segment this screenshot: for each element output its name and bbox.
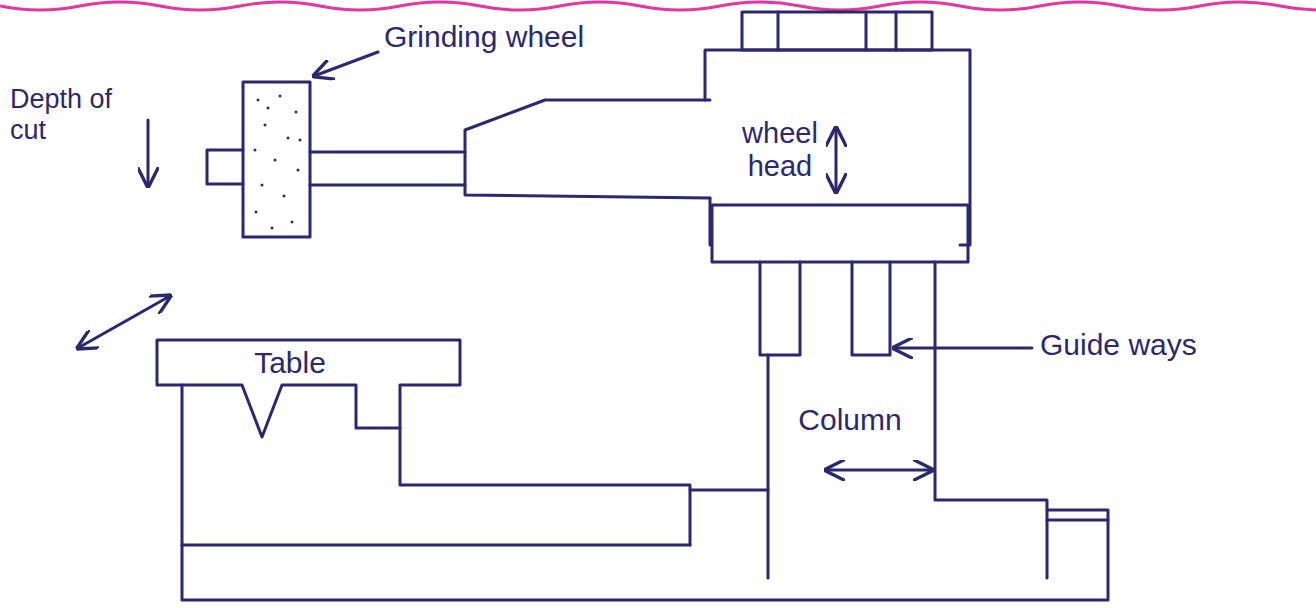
table [157,340,460,437]
cross-feed-arrow [78,296,170,348]
wheel-head-box: wheel head [726,104,834,196]
wheel-head-taper [465,100,710,198]
wavy-border [0,2,1316,10]
column [768,262,1047,578]
leader-line [314,52,378,76]
column-slides [690,490,1108,545]
table-box: Table [200,342,380,384]
bed [182,520,1108,600]
part-name: Table [254,346,326,381]
leader-line [894,347,1032,350]
guide-ways [760,262,890,355]
wheel-head-saddle [712,205,968,262]
part-name: Column [798,403,901,438]
part-name: wheel head [726,117,834,184]
column-traverse-arrow [826,469,932,472]
spindle-stub [207,150,243,184]
column-box: Column [770,396,930,444]
spindle [310,152,465,185]
vertical-feed-arrow [835,128,838,192]
motion-label: Depth of cut [10,84,114,146]
grinding-wheel [243,82,310,237]
wheel-head-body [705,50,970,245]
wheel-head-cap [742,12,932,50]
wheel-head-cap-lines [778,12,896,50]
part-label: Grinding wheel [384,20,644,55]
depth-arrow [147,120,150,186]
wheel-grit [254,95,302,230]
table-saddle [182,385,690,545]
part-label: Guide ways [1040,328,1290,363]
